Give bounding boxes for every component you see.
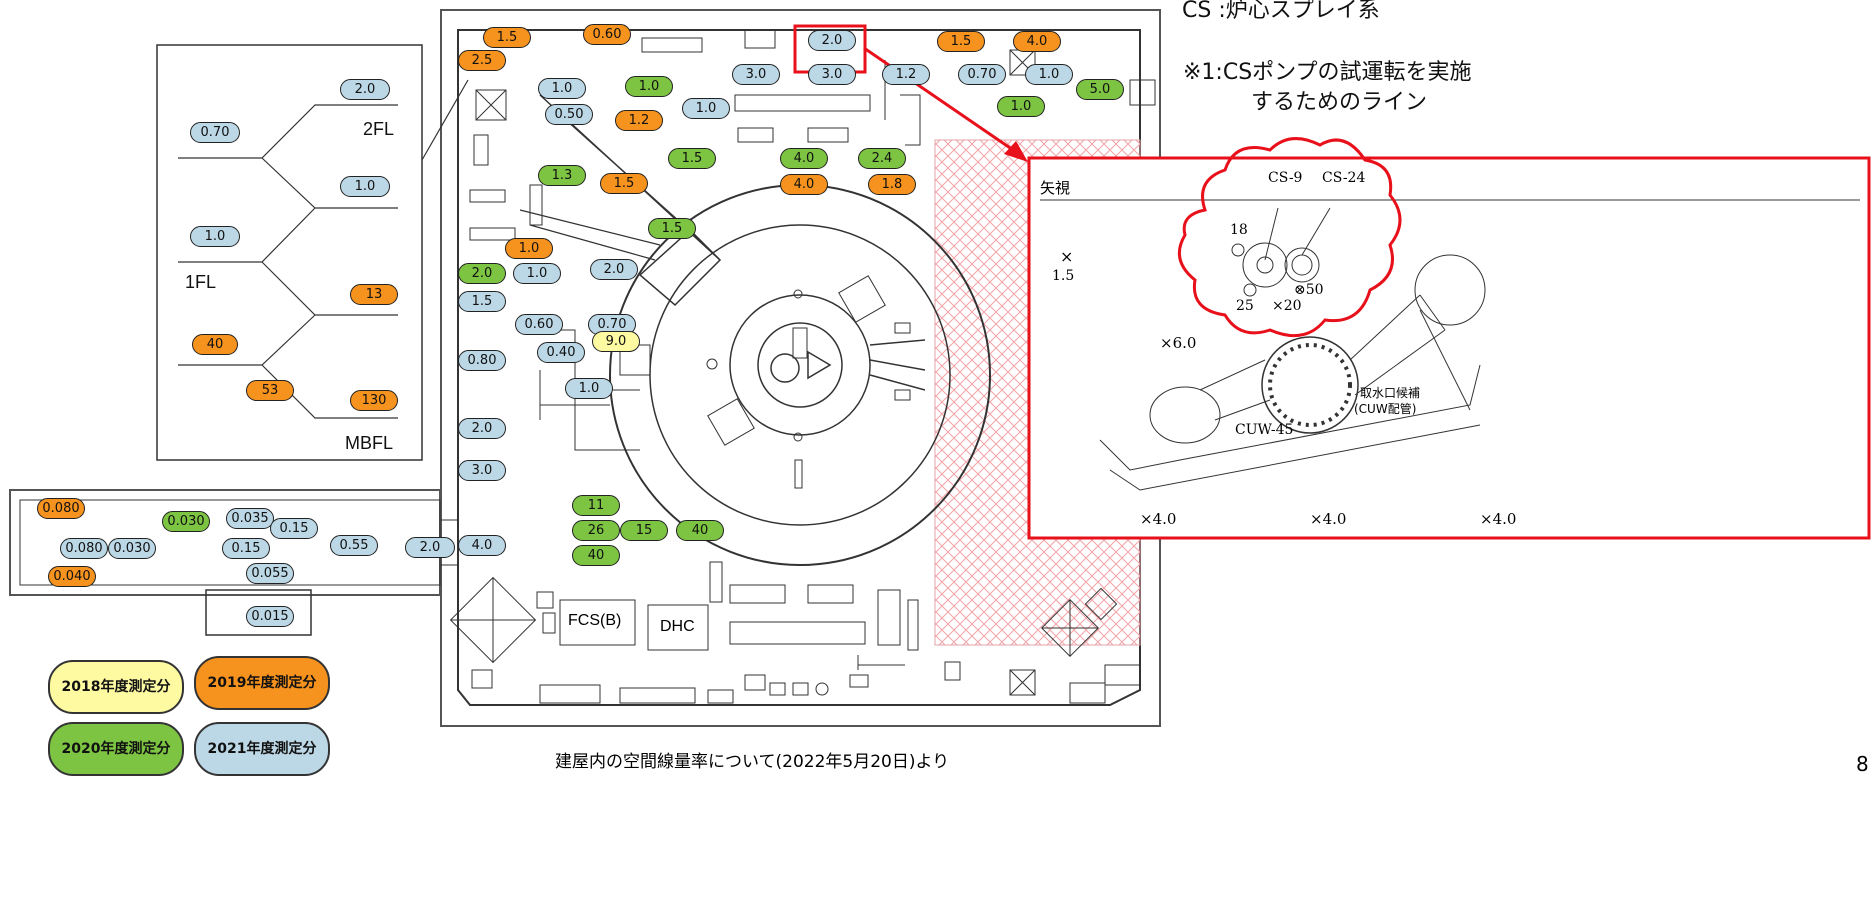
dose-value: 1.0: [565, 378, 613, 399]
corridor-value: 0.040: [48, 566, 96, 587]
inset-value: 130: [350, 390, 398, 411]
dose-value: 1.8: [868, 174, 916, 195]
dose-value: 1.0: [513, 263, 561, 284]
dose-value: 1.2: [615, 110, 663, 131]
dose-value: 2.0: [458, 263, 506, 284]
dose-value: 2.4: [858, 148, 906, 169]
dose-value: 2.5: [458, 50, 506, 71]
dose-value: 2.0: [808, 30, 856, 51]
dose-value: 3.0: [458, 460, 506, 481]
dose-value: 26: [572, 520, 620, 541]
dose-value: 1.5: [668, 148, 716, 169]
dose-value: 1.3: [538, 165, 586, 186]
fcs-label: FCS(B): [568, 612, 622, 629]
dose-value: 0.50: [545, 104, 593, 125]
corridor-value: 0.55: [330, 535, 378, 556]
dose-value: 15: [620, 520, 668, 541]
dose-value: 1.0: [538, 78, 586, 99]
corridor-value: 0.080: [37, 498, 85, 519]
dose-value: 40: [676, 520, 724, 541]
dose-value: 40: [572, 545, 620, 566]
dose-value: 1.0: [1025, 64, 1073, 85]
inset-value: 0.70: [190, 122, 240, 143]
inset-value: 1.0: [340, 176, 390, 197]
view-label: 矢視: [1040, 179, 1071, 197]
label-50: ⊗50: [1294, 282, 1324, 298]
page-number: 8: [1856, 752, 1869, 776]
corridor-value: 0.080: [60, 538, 108, 559]
note-1-line-1: ※1:CSポンプの試運転を実施: [1183, 60, 1472, 85]
legend-2019: 2019年度測定分: [194, 656, 330, 710]
corridor-value: 0.030: [162, 511, 210, 532]
cuw45-label: CUW-45: [1235, 422, 1294, 438]
inset-value: 40: [192, 334, 238, 355]
inset-value: 13: [350, 284, 398, 305]
dhc-label: DHC: [660, 618, 695, 635]
inset-value: 53: [246, 380, 294, 401]
corridor-value: 0.15: [222, 538, 270, 559]
corridor-value: 0.035: [226, 508, 274, 529]
source-caption: 建屋内の空間線量率について(2022年5月20日)より: [555, 752, 950, 772]
dose-value: 1.0: [505, 238, 553, 259]
dose-value: 1.5: [483, 27, 531, 48]
dose-value: 3.0: [808, 64, 856, 85]
dose-value: 3.0: [732, 64, 780, 85]
legend-2020: 2020年度測定分: [48, 722, 184, 776]
dose-value: 0.80: [458, 350, 506, 371]
dose-value: 4.0: [780, 174, 828, 195]
dose-value: 2.0: [458, 418, 506, 439]
cs24-label: CS-24: [1322, 170, 1366, 186]
legend-2018: 2018年度測定分: [48, 660, 184, 714]
corridor-value: 0.055: [246, 563, 294, 584]
dose-value: 1.0: [682, 98, 730, 119]
dose-value: 4.0: [780, 148, 828, 169]
dose-value: 1.5: [937, 31, 985, 52]
dose-value: 2.0: [590, 259, 638, 280]
value-x4-0: ×4.0: [1310, 510, 1347, 528]
dose-value: 0.70: [958, 64, 1006, 85]
value-1-5: 1.5: [1052, 268, 1075, 284]
value-x20: ×20: [1272, 298, 1302, 314]
dose-value: 1.5: [648, 218, 696, 239]
floor-mbfl-label: MBFL: [345, 433, 394, 453]
cs-abbrev-note: CS :炉心スプレイ系: [1182, 0, 1380, 23]
dose-value: 1.5: [458, 291, 506, 312]
dose-value: 0.60: [515, 314, 563, 335]
legend-2021: 2021年度測定分: [194, 722, 330, 776]
dose-value: 1.2: [882, 64, 930, 85]
floor-2fl-label: 2FL: [363, 119, 395, 139]
dose-value: 9.0: [592, 331, 640, 352]
dose-value: 0.60: [583, 24, 631, 45]
intake-candidate-sub: (CUW配管): [1354, 402, 1417, 416]
dose-value: 5.0: [1076, 79, 1124, 100]
value-x6-0: ×6.0: [1160, 334, 1197, 352]
dose-value: 1.0: [625, 76, 673, 97]
dose-value: 1.0: [997, 96, 1045, 117]
dose-value: 4.0: [1013, 31, 1061, 52]
note-1-line-2: するためのライン: [1251, 90, 1428, 115]
corridor-value: 0.030: [108, 538, 156, 559]
corridor-value: 4.0: [458, 535, 506, 556]
marker-x: ×: [1060, 247, 1074, 266]
label-18: 18: [1230, 222, 1248, 238]
label-25: 25: [1236, 298, 1254, 314]
corridor-value: 2.0: [405, 537, 455, 558]
intake-candidate-label: 取水口候補: [1360, 386, 1421, 400]
value-x4-0: ×4.0: [1480, 510, 1517, 528]
floor-1fl-label: 1FL: [185, 272, 217, 292]
corridor-value: 0.15: [270, 518, 318, 539]
inset-value: 1.0: [190, 226, 240, 247]
dose-value: 0.40: [537, 342, 585, 363]
inset-value: 2.0: [340, 79, 390, 100]
corridor-value: 0.015: [246, 606, 294, 627]
dose-value: 11: [572, 495, 620, 516]
value-x4-0: ×4.0: [1140, 510, 1177, 528]
cs9-label: CS-9: [1268, 170, 1303, 186]
dose-value: 1.5: [600, 173, 648, 194]
